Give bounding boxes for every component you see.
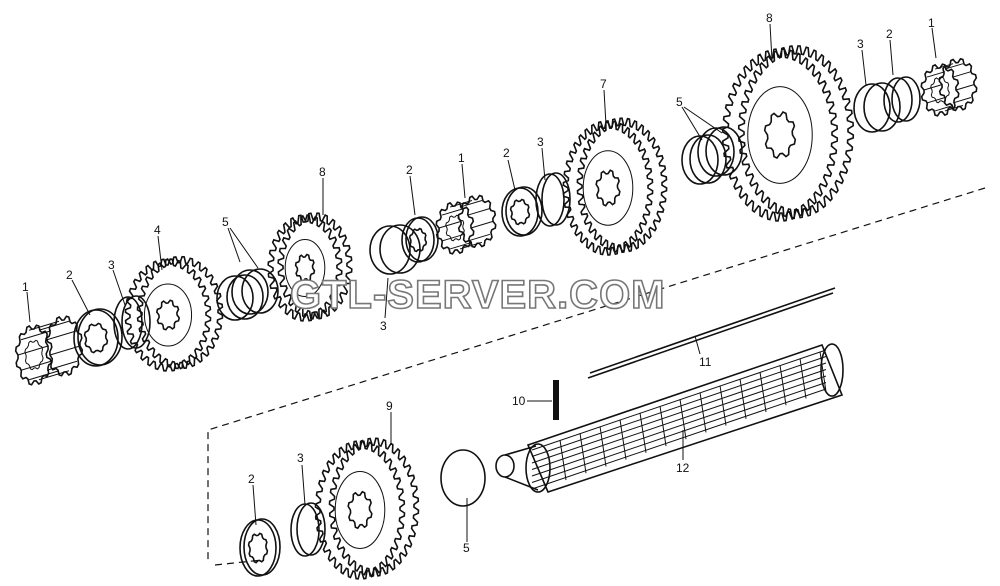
part-1-left-drum <box>14 315 84 386</box>
splined-shaft-12 <box>495 343 844 493</box>
shaft-rod-11 <box>587 287 836 379</box>
callout-3-center: 3 <box>537 135 544 149</box>
callout-2-left: 2 <box>66 268 73 282</box>
part-2-bottom-washer <box>239 518 281 577</box>
part-2-left-washer <box>73 308 123 367</box>
part-3-right-ring <box>853 82 901 133</box>
part-8-mid-gear <box>267 212 353 322</box>
callout-9: 9 <box>386 399 393 413</box>
part-7-gear <box>562 117 668 256</box>
callout-1-right: 1 <box>928 16 935 30</box>
callout-5-left: 5 <box>222 215 229 229</box>
callout-10: 10 <box>512 394 526 408</box>
part-5-right-ring-a <box>681 134 727 185</box>
callout-2-right: 2 <box>886 27 893 41</box>
part-2-right-ring <box>883 76 921 123</box>
callout-8-mid: 8 <box>319 165 326 179</box>
callout-3-mid: 3 <box>380 319 387 333</box>
part-4-gear <box>124 255 224 372</box>
part-1-right-drum <box>920 57 978 117</box>
part-3-mid-ring <box>369 224 421 275</box>
part-2-mid-washer <box>401 216 439 263</box>
part-1-mid-drum <box>435 194 497 255</box>
pin-10 <box>553 380 559 420</box>
assembly-dashed-lines <box>207 187 986 566</box>
part-5-right-ring-b <box>697 126 743 177</box>
callout-4: 4 <box>154 223 161 237</box>
part-5-left-ring-a <box>216 274 264 321</box>
callout-2-bottom: 2 <box>248 472 255 486</box>
callout-3-bottom: 3 <box>297 451 304 465</box>
callout-1-left: 1 <box>22 280 29 294</box>
part-3-center-ring <box>535 172 571 227</box>
callout-5-right: 5 <box>676 95 683 109</box>
callout-11: 11 <box>699 355 712 369</box>
callout-12: 12 <box>676 461 690 475</box>
gear-parts <box>14 45 978 580</box>
part-5-bottom-ring <box>440 449 486 507</box>
watermark: GTL-SERVER.COM <box>290 273 666 317</box>
part-9-gear <box>314 437 420 580</box>
callout-3-right: 3 <box>857 37 864 51</box>
callout-2-mid: 2 <box>406 163 413 177</box>
callout-7: 7 <box>600 77 607 91</box>
leader-lines <box>26 23 937 542</box>
part-8-right-gear <box>721 45 855 222</box>
callout-8-right: 8 <box>766 11 773 25</box>
callout-3-left: 3 <box>108 258 115 272</box>
callout-2-center: 2 <box>503 146 510 160</box>
callout-labels: 1 2 3 4 5 8 3 2 1 2 3 7 5 8 3 2 1 11 10 … <box>22 11 935 555</box>
callout-5-bottom: 5 <box>463 541 470 555</box>
callout-1-mid: 1 <box>458 151 465 165</box>
part-5-left-ring-b <box>231 268 279 315</box>
